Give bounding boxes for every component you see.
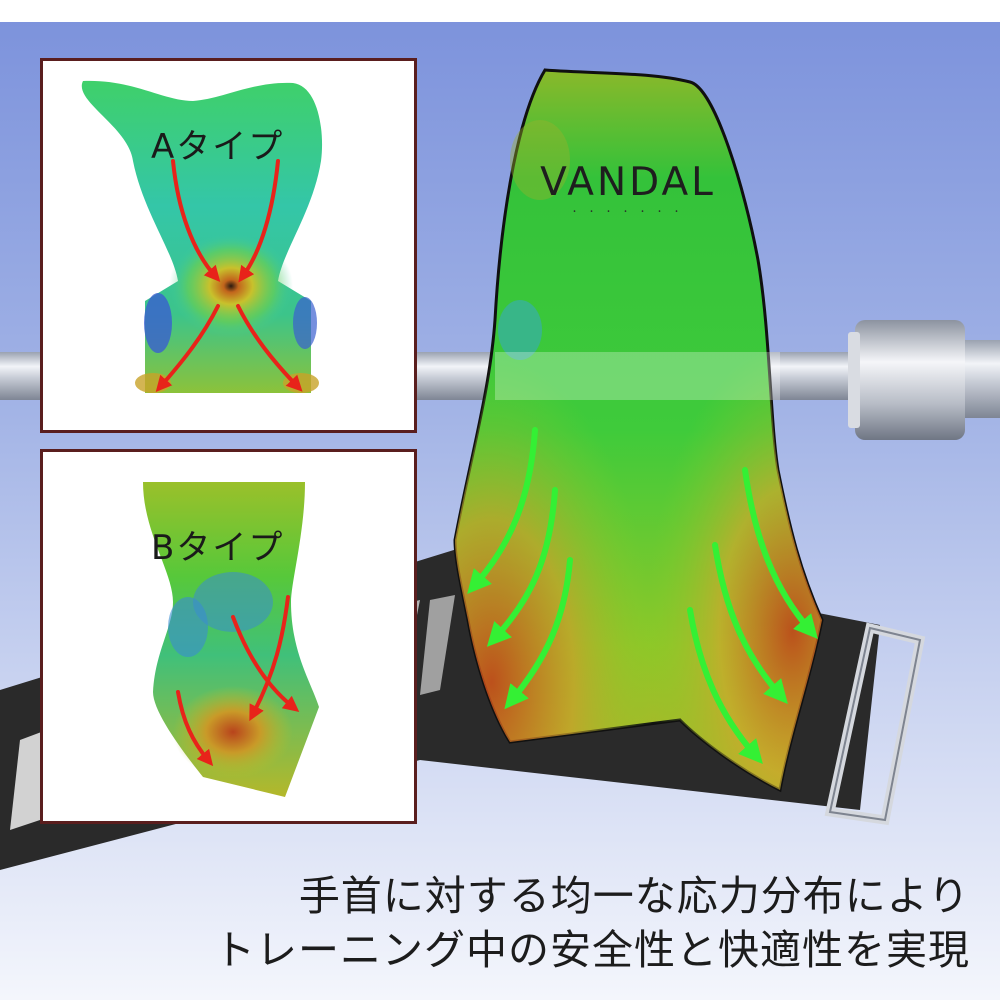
brand-logo-dots: ・・・・・・・	[570, 207, 690, 216]
type-b-inset: Bタイプ	[40, 449, 417, 824]
strap-buckle-icon	[824, 622, 926, 826]
stress-arrows-uneven	[176, 595, 300, 767]
type-a-heatmap	[81, 80, 323, 393]
stress-arrows-even	[467, 427, 818, 765]
type-b-heatmap	[143, 482, 319, 797]
caption-line-2: トレーニング中の安全性と快適性を実現	[214, 926, 970, 974]
type-b-label: Bタイプ	[151, 528, 285, 568]
stress-arrows-concentrated	[155, 159, 303, 393]
grip-pad-heatmap	[453, 68, 824, 793]
brand-logo: VANDAL	[540, 160, 716, 205]
caption-line-1: 手首に対する均一な応力分布により	[298, 872, 970, 920]
type-a-label: Aタイプ	[151, 127, 285, 167]
type-a-inset: Aタイプ	[40, 58, 417, 433]
